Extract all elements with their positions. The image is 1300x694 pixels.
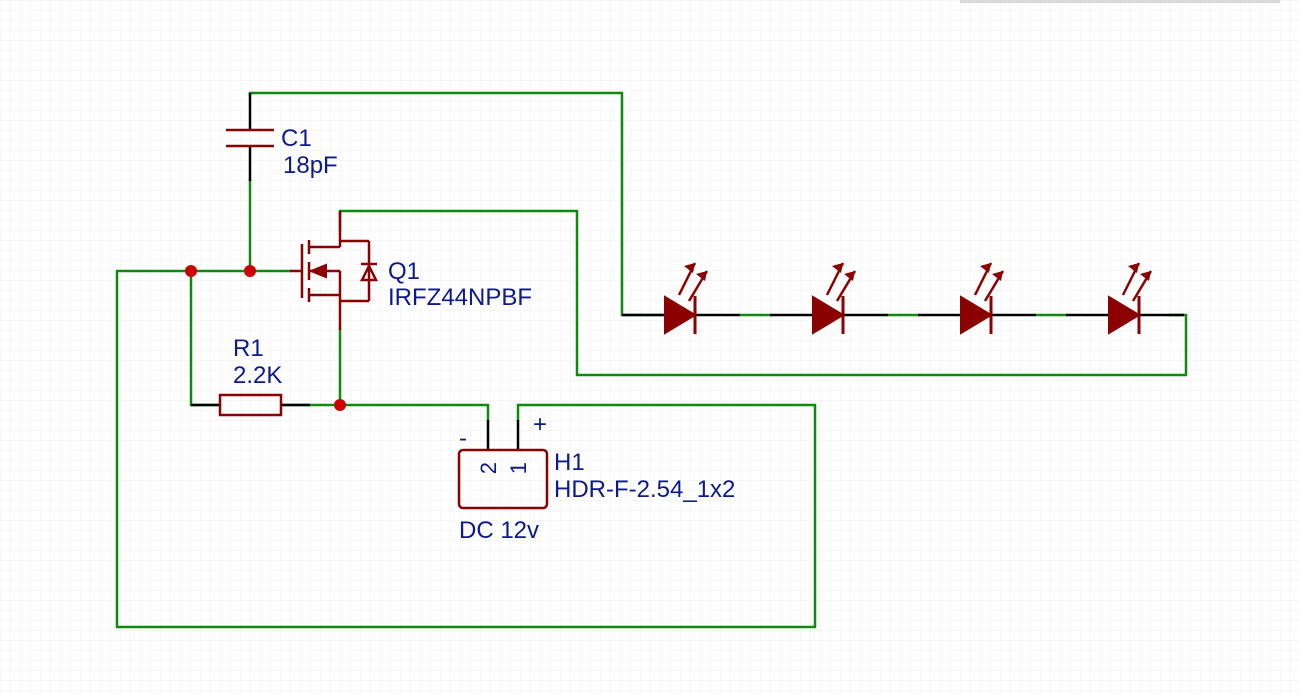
junctions: [185, 265, 346, 411]
resistor-r1[interactable]: R1 2.2K: [191, 335, 310, 417]
led-2[interactable]: [770, 262, 888, 335]
header-h1[interactable]: - + 2 1 H1 HDR-F-2.54_1x2 DC 12v: [457, 411, 735, 544]
junction-dot: [244, 265, 256, 277]
capacitor-c1[interactable]: C1 18pF: [226, 93, 338, 181]
c1-ref-label: C1: [281, 125, 312, 152]
r1-value-label: 2.2K: [233, 362, 282, 389]
q1-ref-label: Q1: [388, 258, 420, 285]
h1-pin2-number: 2: [476, 462, 501, 474]
junction-dot: [185, 265, 197, 277]
mosfet-q1[interactable]: Q1 IRFZ44NPBF: [290, 211, 532, 330]
h1-note-label: DC 12v: [459, 517, 539, 544]
wire-source-net[interactable]: [280, 403, 490, 422]
h1-pin1-number: 1: [506, 462, 531, 474]
q1-value-label: IRFZ44NPBF: [388, 284, 532, 311]
led-4[interactable]: [1066, 262, 1184, 335]
h1-pin-plus-label: +: [533, 411, 547, 438]
led-3[interactable]: [918, 262, 1036, 335]
junction-dot: [334, 399, 346, 411]
h1-ref-label: H1: [554, 449, 585, 476]
led-chain: [622, 262, 1184, 335]
h1-value-label: HDR-F-2.54_1x2: [554, 476, 735, 503]
wire-gate-net[interactable]: [115, 269, 817, 629]
c1-value-label: 18pF: [283, 152, 338, 179]
r1-ref-label: R1: [233, 335, 264, 362]
top-edge-bar: [960, 0, 1280, 3]
h1-pin-minus-label: -: [459, 425, 467, 452]
led-1[interactable]: [622, 262, 740, 335]
